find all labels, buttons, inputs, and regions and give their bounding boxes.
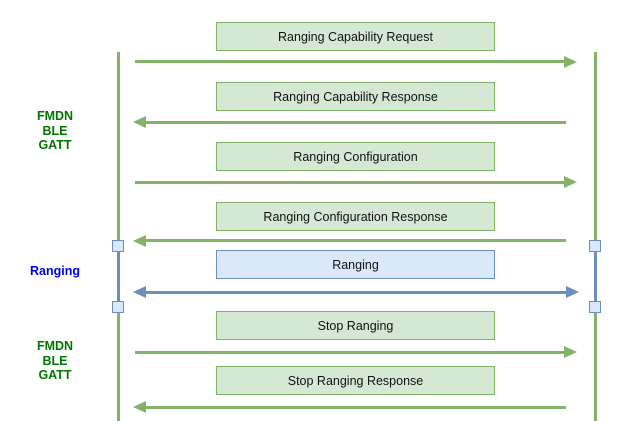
ranging-endpoint-square: [589, 240, 601, 252]
lifeline-left: [117, 52, 120, 421]
arrowhead-right-icon: [564, 55, 577, 68]
ranging-session-segment-right: [593, 245, 597, 307]
message-arrow-bidirectional: [133, 286, 579, 298]
ranging-session-segment-left: [116, 245, 120, 307]
arrowhead-left-icon: [133, 401, 146, 413]
section-label-fmdn-ble-gatt-top: FMDN BLE GATT: [36, 109, 74, 152]
arrowhead-left-icon: [133, 286, 146, 298]
message-arrow-right: [135, 55, 577, 68]
message-arrow-left: [133, 116, 566, 128]
message-arrow-left: [133, 401, 566, 413]
message-box-ranging-configuration-response: Ranging Configuration Response: [216, 202, 495, 231]
arrowhead-right-icon: [564, 346, 577, 358]
section-label-fmdn-ble-gatt-bottom: FMDN BLE GATT: [36, 339, 74, 382]
message-box-ranging: Ranging: [216, 250, 495, 279]
message-arrow-left: [133, 234, 566, 247]
arrowhead-right-icon: [566, 286, 579, 298]
message-box-ranging-capability-request: Ranging Capability Request: [216, 22, 495, 51]
arrowhead-left-icon: [133, 116, 146, 128]
ranging-endpoint-square: [112, 240, 124, 252]
message-box-ranging-configuration: Ranging Configuration: [216, 142, 495, 171]
arrowhead-right-icon: [564, 176, 577, 188]
message-box-ranging-capability-response: Ranging Capability Response: [216, 82, 495, 111]
message-box-stop-ranging: Stop Ranging: [216, 311, 495, 340]
ranging-endpoint-square: [112, 301, 124, 313]
message-box-stop-ranging-response: Stop Ranging Response: [216, 366, 495, 395]
arrowhead-left-icon: [133, 234, 146, 247]
lifeline-right: [594, 52, 597, 421]
ranging-endpoint-square: [589, 301, 601, 313]
message-arrow-right: [135, 176, 577, 188]
section-label-ranging: Ranging: [30, 264, 80, 278]
message-arrow-right: [135, 346, 577, 358]
